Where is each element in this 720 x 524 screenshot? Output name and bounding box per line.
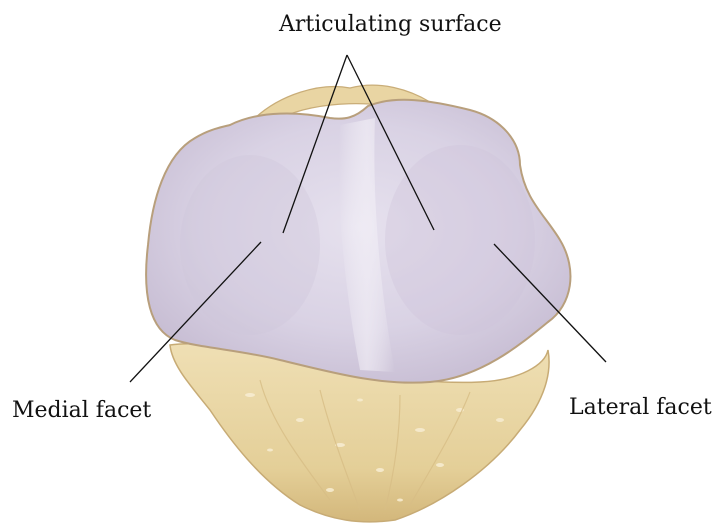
label-lateral-facet: Lateral facet (569, 397, 712, 419)
label-medial-facet: Medial facet (12, 400, 151, 422)
medial-facet-shade (180, 155, 320, 335)
label-articulating-surface: Articulating surface (279, 14, 502, 36)
lateral-facet-shade (385, 145, 535, 335)
